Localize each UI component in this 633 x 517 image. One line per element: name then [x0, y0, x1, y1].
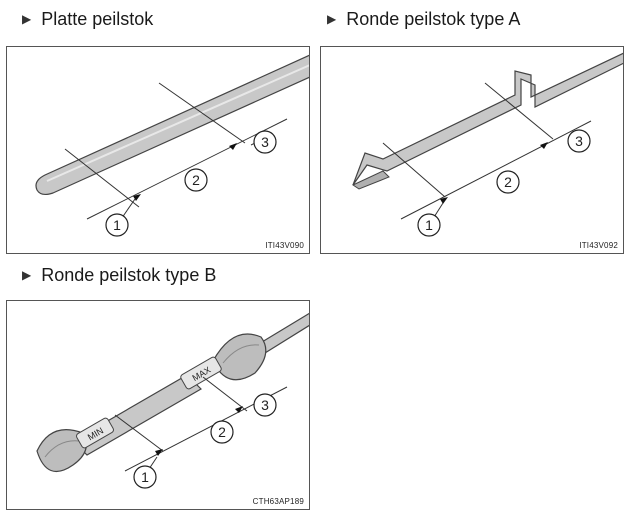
- svg-text:1: 1: [113, 217, 121, 233]
- callout-2: 2: [184, 168, 208, 192]
- figure-ronde-peilstok-a: 1 2 3 ITI43V092: [320, 46, 624, 254]
- section-heading-ronde-b: ▶ Ronde peilstok type B: [22, 264, 216, 286]
- bullet-arrow-icon: ▶: [22, 268, 32, 282]
- bullet-arrow-icon: ▶: [22, 12, 32, 26]
- svg-text:2: 2: [504, 174, 512, 190]
- figure-code: ITI43V092: [579, 241, 618, 250]
- round-dipstick-b-illustration: MAX MIN 1 2 3: [36, 312, 309, 489]
- section-title: Platte peilstok: [41, 9, 154, 29]
- section-heading-ronde-a: ▶ Ronde peilstok type A: [327, 8, 520, 30]
- svg-text:1: 1: [425, 217, 433, 233]
- figure-platte-peilstok: 1 2 3 ITI43V090: [6, 46, 310, 254]
- svg-text:3: 3: [261, 397, 269, 413]
- callout-3: 3: [253, 393, 277, 417]
- svg-text:2: 2: [192, 172, 200, 188]
- callout-2: 2: [496, 170, 520, 194]
- callout-3: 3: [567, 129, 591, 153]
- figure-code: CTH63AP189: [252, 497, 304, 506]
- svg-text:3: 3: [575, 133, 583, 149]
- section-title: Ronde peilstok type A: [346, 9, 521, 29]
- callout-1: 1: [133, 465, 157, 489]
- figure-ronde-peilstok-b: MAX MIN 1 2 3 CTH63AP189: [6, 300, 310, 510]
- svg-text:2: 2: [218, 424, 226, 440]
- callout-3: 3: [253, 130, 277, 154]
- callout-1: 1: [105, 213, 129, 237]
- bullet-arrow-icon: ▶: [327, 12, 337, 26]
- section-title: Ronde peilstok type B: [41, 265, 217, 285]
- round-dipstick-a-illustration: 1 2 3: [351, 52, 623, 237]
- svg-text:3: 3: [261, 134, 269, 150]
- flat-dipstick-illustration: 1 2 3: [35, 54, 309, 237]
- callout-2: 2: [210, 420, 234, 444]
- figure-code: ITI43V090: [265, 241, 304, 250]
- section-heading-platte: ▶ Platte peilstok: [22, 8, 153, 30]
- svg-text:1: 1: [141, 469, 149, 485]
- callout-1: 1: [417, 213, 441, 237]
